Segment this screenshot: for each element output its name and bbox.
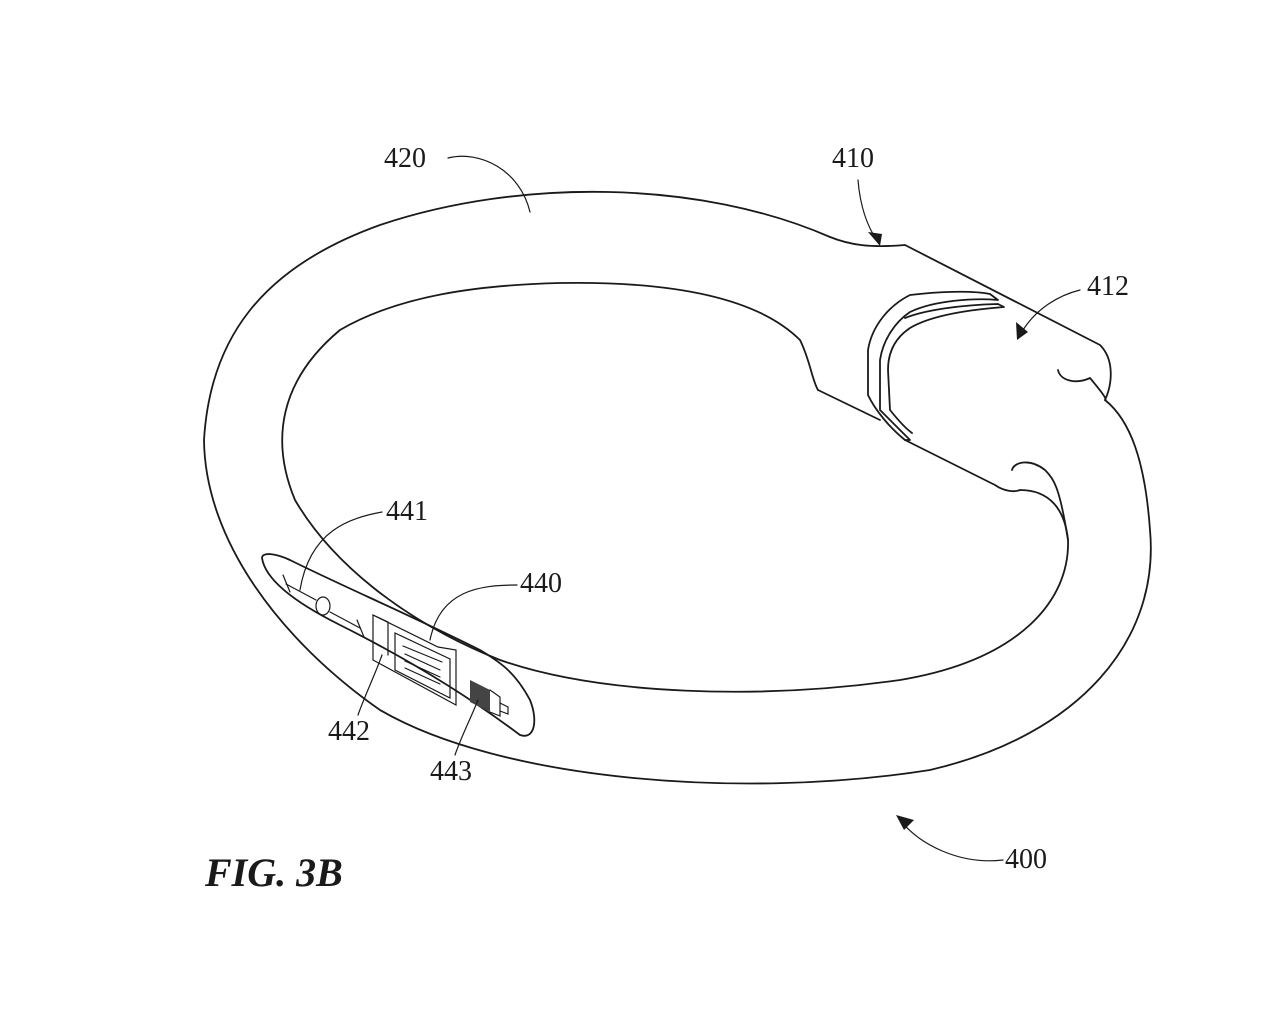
housing-notch-upper	[1057, 369, 1107, 401]
leader-400	[899, 819, 1004, 862]
arrow-412	[1016, 322, 1028, 340]
ref-441: 441	[386, 496, 428, 527]
figure-caption: FIG. 3B	[204, 850, 343, 895]
ref-442: 442	[328, 716, 370, 747]
ref-440: 440	[520, 568, 562, 599]
leader-440	[429, 584, 518, 641]
band-outer-edge	[203, 190, 1152, 785]
end-face-cap	[867, 290, 999, 441]
arrow-400	[896, 815, 914, 830]
band-inner-edge	[281, 281, 1069, 693]
leader-441	[299, 511, 383, 591]
port-connector	[470, 680, 509, 717]
control-slider	[282, 574, 365, 638]
housing-notch-lower	[1011, 461, 1069, 541]
ref-412: 412	[1087, 271, 1129, 302]
ref-420: 420	[384, 143, 426, 174]
display-screen	[372, 614, 457, 707]
housing-lower-edge	[817, 389, 881, 421]
housing-bottom-edge	[904, 439, 1021, 493]
leader-442	[357, 654, 383, 716]
leader-412	[1019, 289, 1081, 336]
leader-420	[447, 155, 531, 213]
leader-443	[454, 699, 479, 756]
ref-400: 400	[1005, 844, 1047, 875]
panel-outline	[261, 553, 536, 737]
end-face-cap-inner	[887, 303, 1005, 434]
housing-top-edge	[829, 236, 1112, 401]
ref-443: 443	[430, 756, 472, 787]
leader-410	[857, 179, 879, 243]
arrow-410	[868, 232, 882, 246]
ref-410: 410	[832, 143, 874, 174]
